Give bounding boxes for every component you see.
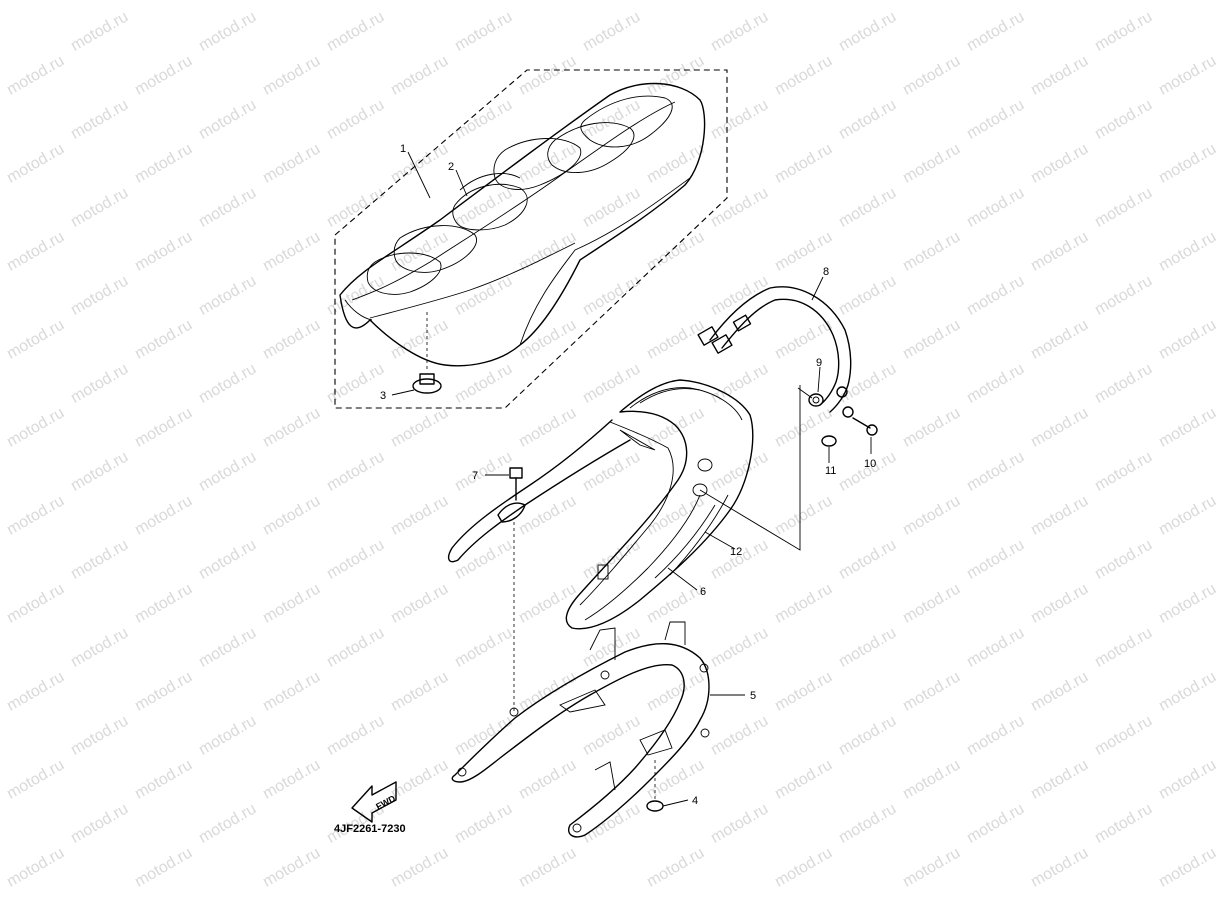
bolt-7 — [497, 467, 526, 712]
callout-2: 2 — [448, 161, 454, 173]
washer-11 — [821, 435, 837, 447]
bolt-10 — [852, 417, 878, 436]
seat-damper — [412, 373, 442, 394]
assembly-guide-line — [699, 385, 801, 551]
tail-cover — [447, 379, 754, 630]
seat-assembly-dashed-box — [334, 69, 728, 409]
diagram-code: 4JF2261-7230 — [334, 823, 406, 835]
grab-bar — [697, 286, 854, 418]
callout-3: 3 — [380, 390, 386, 402]
nut-4 — [646, 760, 664, 812]
callout-12: 12 — [730, 546, 742, 558]
callout-10: 10 — [864, 458, 876, 470]
callout-1: 1 — [400, 143, 406, 155]
seat — [339, 82, 706, 372]
callout-5: 5 — [750, 690, 756, 702]
callout-6: 6 — [700, 586, 706, 598]
fwd-label: FWD — [374, 793, 397, 812]
rear-frame-bracket — [451, 621, 710, 838]
callout-9: 9 — [816, 357, 822, 369]
forward-arrow-icon: FWD — [351, 781, 397, 823]
callout-7: 7 — [472, 470, 478, 482]
callout-4: 4 — [692, 795, 698, 807]
callout-8: 8 — [823, 266, 829, 278]
callout-11: 11 — [825, 465, 836, 477]
collar-9 — [808, 393, 824, 407]
